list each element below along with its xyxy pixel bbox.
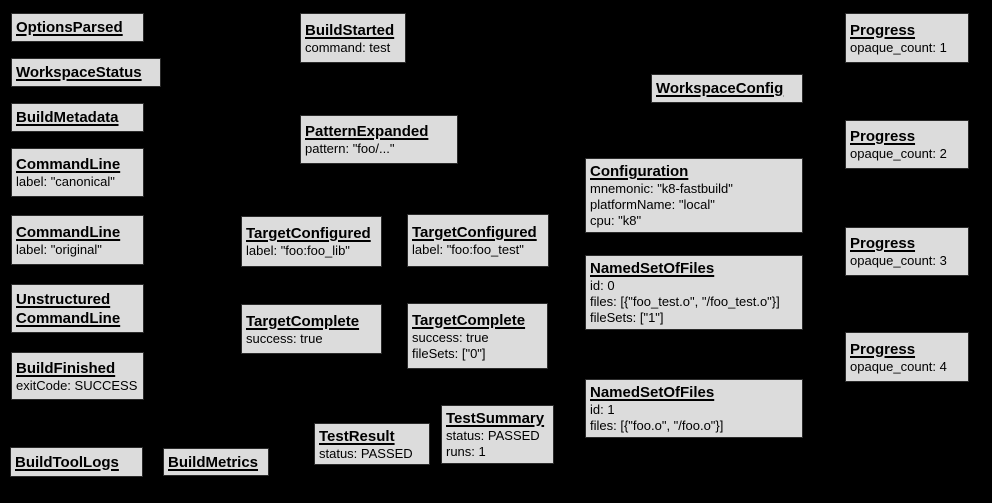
node-title-workspace-status: WorkspaceStatus: [16, 64, 142, 81]
node-title-command-line-canonical: CommandLine: [16, 156, 121, 173]
node-workspace-status: WorkspaceStatus: [11, 58, 161, 87]
node-detail-target-configured-foo-lib-0: label: "foo:foo_lib": [246, 243, 350, 258]
node-title-target-configured-foo-lib: TargetConfigured: [246, 225, 371, 242]
node-title-progress-2: Progress: [850, 128, 916, 145]
node-title-target-configured-foo-test: TargetConfigured: [412, 224, 537, 241]
node-workspace-config: WorkspaceConfig: [651, 74, 803, 103]
node-title-command-line-original: CommandLine: [16, 223, 121, 241]
node-detail-test-result-0: status: PASSED: [319, 445, 413, 461]
node-detail-progress-1-0: opaque_count: 1: [850, 39, 947, 55]
node-title-named-set-of-files-0: NamedSetOfFiles: [590, 260, 715, 277]
node-options-parsed: OptionsParsed: [11, 13, 144, 42]
node-build-metadata: BuildMetadata: [11, 103, 144, 132]
node-title-workspace-config: WorkspaceConfig: [656, 80, 784, 97]
node-title-unstructured-command-line: Unstructured CommandLine: [16, 290, 121, 327]
node-detail-build-started-0: command: test: [305, 39, 391, 55]
node-detail-named-set-of-files-0-2: fileSets: ["1"]: [590, 310, 664, 325]
node-detail-configuration-2: cpu: "k8": [590, 213, 642, 228]
node-title-options-parsed: OptionsParsed: [16, 19, 123, 36]
node-detail-target-configured-foo-test-0: label: "foo:foo_test": [412, 242, 524, 257]
node-detail-target-complete-foo-lib-0: success: true: [246, 330, 323, 346]
node-build-metrics: BuildMetrics: [163, 448, 269, 476]
node-detail-progress-4-0: opaque_count: 4: [850, 358, 947, 374]
node-title-build-started: BuildStarted: [305, 21, 395, 39]
node-title-build-metrics: BuildMetrics: [168, 453, 259, 471]
node-detail-named-set-of-files-0-0: id: 0: [590, 278, 615, 293]
node-title-test-result: TestResult: [319, 427, 395, 445]
node-title-progress-1: Progress: [850, 21, 916, 39]
node-detail-target-complete-foo-test-0: success: true: [412, 329, 489, 345]
node-title-configuration: Configuration: [590, 163, 689, 180]
node-build-tool-logs: BuildToolLogs: [10, 447, 143, 477]
node-title-test-summary: TestSummary: [446, 410, 545, 427]
node-detail-named-set-of-files-1-0: id: 1: [590, 402, 615, 417]
node-title-build-metadata: BuildMetadata: [16, 109, 119, 126]
node-detail-configuration-0: mnemonic: "k8-fastbuild": [590, 181, 733, 196]
node-detail-test-summary-0: status: PASSED: [446, 428, 540, 443]
node-title-target-complete-foo-lib: TargetComplete: [246, 312, 360, 330]
node-detail-build-finished-0: exitCode: SUCCESS: [16, 377, 138, 393]
node-detail-test-summary-1: runs: 1: [446, 444, 486, 459]
node-detail-named-set-of-files-0-1: files: [{"foo_test.o", "/foo_test.o"}]: [590, 294, 780, 309]
node-detail-named-set-of-files-1-1: files: [{"foo.o", "/foo.o"}]: [590, 418, 724, 433]
node-title-target-complete-foo-test: TargetComplete: [412, 311, 526, 329]
node-title-build-finished: BuildFinished: [16, 359, 116, 377]
node-detail-command-line-original-0: label: "original": [16, 241, 102, 257]
node-title-progress-3: Progress: [850, 235, 916, 252]
node-detail-pattern-expanded-0: pattern: "foo/...": [305, 141, 395, 156]
node-detail-target-complete-foo-test-1: fileSets: ["0"]: [412, 345, 486, 361]
node-detail-command-line-canonical-0: label: "canonical": [16, 174, 115, 189]
node-detail-configuration-1: platformName: "local": [590, 197, 715, 212]
node-unstructured-command-line: Unstructured CommandLine: [11, 284, 144, 333]
node-title-build-tool-logs: BuildToolLogs: [15, 453, 119, 471]
node-detail-progress-3-0: opaque_count: 3: [850, 253, 947, 268]
node-title-progress-4: Progress: [850, 340, 916, 358]
node-detail-progress-2-0: opaque_count: 2: [850, 146, 947, 161]
node-title-pattern-expanded: PatternExpanded: [305, 123, 429, 140]
node-title-named-set-of-files-1: NamedSetOfFiles: [590, 384, 715, 401]
